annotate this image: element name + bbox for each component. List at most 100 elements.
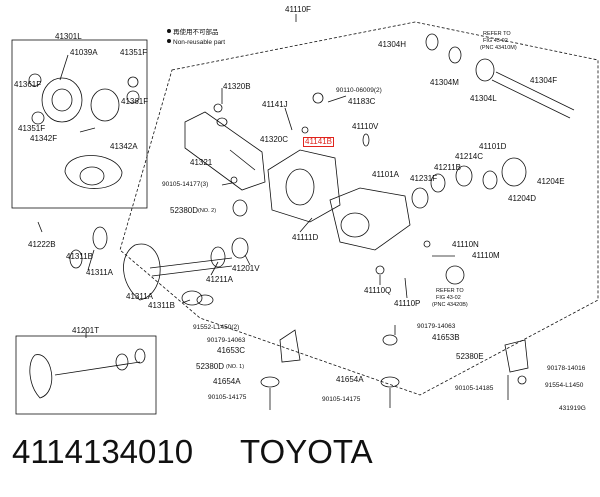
snap-ring: [425, 33, 439, 51]
part-label[interactable]: 52380D: [170, 206, 199, 215]
legend-item: Non-reusable part: [167, 38, 225, 47]
part-label[interactable]: 41214C: [455, 152, 484, 161]
refer-text: REFER TO: [436, 288, 464, 294]
legend-dot-icon: [167, 29, 171, 33]
part-label[interactable]: 41351F: [18, 124, 46, 133]
diff-case-bore: [79, 166, 105, 186]
part-label[interactable]: 90105-14185: [455, 385, 494, 392]
diff-case: [64, 155, 123, 189]
refer-text: (PNC 43410M): [480, 45, 517, 51]
part-label-note: (NO. 1): [226, 364, 245, 370]
front-diff-carrier: [329, 187, 411, 251]
part-label[interactable]: 41311B: [66, 252, 93, 261]
part-label[interactable]: 41654A: [336, 375, 364, 384]
part-label[interactable]: 52380E: [456, 352, 484, 361]
part-label[interactable]: 41201V: [232, 264, 260, 273]
part-label[interactable]: 41351F: [120, 48, 148, 57]
part-label[interactable]: 91552-L1450(2): [193, 324, 240, 331]
flange-seal: [411, 187, 429, 209]
part-label[interactable]: 41141J: [262, 100, 288, 109]
part-label[interactable]: 41304F: [530, 76, 558, 85]
diff-gear-hub: [51, 88, 73, 112]
part-label[interactable]: 41304L: [470, 94, 497, 103]
part-label[interactable]: 90105-14177(3): [162, 181, 209, 188]
part-label[interactable]: 41320C: [260, 135, 289, 144]
part-label[interactable]: 41211B: [434, 163, 461, 172]
part-label[interactable]: 41654A: [213, 377, 241, 386]
bearing-race: [69, 249, 83, 269]
drain-plug: [375, 265, 385, 275]
part-label[interactable]: 41361F: [121, 97, 149, 106]
part-label[interactable]: 41110V: [352, 122, 379, 131]
tube-rib: [229, 149, 256, 171]
spacer: [448, 46, 462, 64]
part-label[interactable]: 41110P: [394, 299, 421, 308]
part-label[interactable]: 41342A: [110, 142, 138, 151]
part-label[interactable]: 91554-L1450: [545, 382, 584, 389]
pinion-bearing: [115, 353, 129, 371]
part-label[interactable]: 41320B: [223, 82, 251, 91]
breather-bolt: [312, 92, 324, 104]
part-label[interactable]: 90105-14175: [208, 394, 247, 401]
spacer: [231, 237, 249, 259]
refer-text: FIG 43-02: [483, 38, 508, 44]
pinion-bearing: [210, 246, 226, 268]
oil-seal: [482, 170, 498, 190]
part-label[interactable]: 41311B: [148, 301, 175, 310]
part-label[interactable]: 41304H: [378, 40, 407, 49]
part-label[interactable]: 41101A: [372, 170, 399, 179]
part-label[interactable]: 41111D: [292, 233, 319, 242]
bearing: [455, 165, 473, 187]
axle-shaft: [491, 79, 571, 119]
part-label[interactable]: 41110N: [452, 240, 479, 249]
brand-caption: TOYOTA: [240, 433, 373, 470]
inset-box-gearset: [15, 335, 157, 415]
carrier-housing: [267, 149, 341, 223]
figure-number: 431919G: [559, 405, 586, 412]
part-label[interactable]: 41311A: [126, 292, 153, 301]
part-label-note: (NO. 2): [198, 208, 217, 214]
part-label[interactable]: 41204D: [508, 194, 537, 203]
part-label[interactable]: 41110M: [472, 251, 500, 260]
mount-bracket: [279, 329, 301, 363]
part-label[interactable]: 41342F: [30, 134, 58, 143]
part-label[interactable]: 41301L: [55, 32, 82, 41]
part-label[interactable]: 41653B: [432, 333, 460, 342]
part-label[interactable]: 41211A: [206, 275, 233, 284]
ring-gear: [29, 354, 53, 399]
part-label[interactable]: 41231F: [410, 174, 438, 183]
part-label[interactable]: 41222B: [28, 240, 56, 249]
part-label[interactable]: 41183C: [348, 97, 376, 106]
axle-tube: [184, 111, 266, 191]
part-label[interactable]: 90110-06009(2): [336, 87, 382, 94]
leader-line: [210, 261, 219, 276]
part-label[interactable]: 41653C: [217, 346, 246, 355]
part-label[interactable]: 41039A: [70, 48, 98, 57]
part-label[interactable]: 41101D: [479, 142, 507, 151]
carrier-boss: [340, 212, 370, 238]
diff-gear: [90, 88, 120, 122]
leader-line: [404, 277, 408, 299]
part-label[interactable]: 52380D: [196, 362, 225, 371]
part-label[interactable]: 41201T: [72, 326, 100, 335]
part-label[interactable]: 41361F: [14, 80, 42, 89]
part-label[interactable]: 41204E: [537, 177, 565, 186]
part-label[interactable]: 41304M: [430, 78, 459, 87]
part-label[interactable]: 90105-14175: [322, 396, 361, 403]
bolt: [37, 221, 43, 233]
part-label[interactable]: 90178-14016: [547, 365, 586, 372]
part-label[interactable]: 41110Q: [364, 286, 392, 295]
leader-line: [284, 107, 293, 131]
assembly-outline: [119, 21, 599, 396]
mount-cushion: [380, 376, 400, 388]
part-label[interactable]: 90179-14063: [417, 323, 456, 330]
legend-text: 再使用不可部品: [173, 29, 219, 36]
part-label[interactable]: 41311A: [86, 268, 113, 277]
assembly-number: 41110F: [285, 5, 311, 14]
part-label[interactable]: 90179-14063: [207, 337, 246, 344]
highlighted-part-label[interactable]: 41141B: [303, 137, 334, 147]
leader-line: [221, 182, 233, 186]
washer: [126, 90, 140, 104]
part-label[interactable]: 41321: [190, 158, 213, 167]
companion-flange: [501, 157, 527, 187]
